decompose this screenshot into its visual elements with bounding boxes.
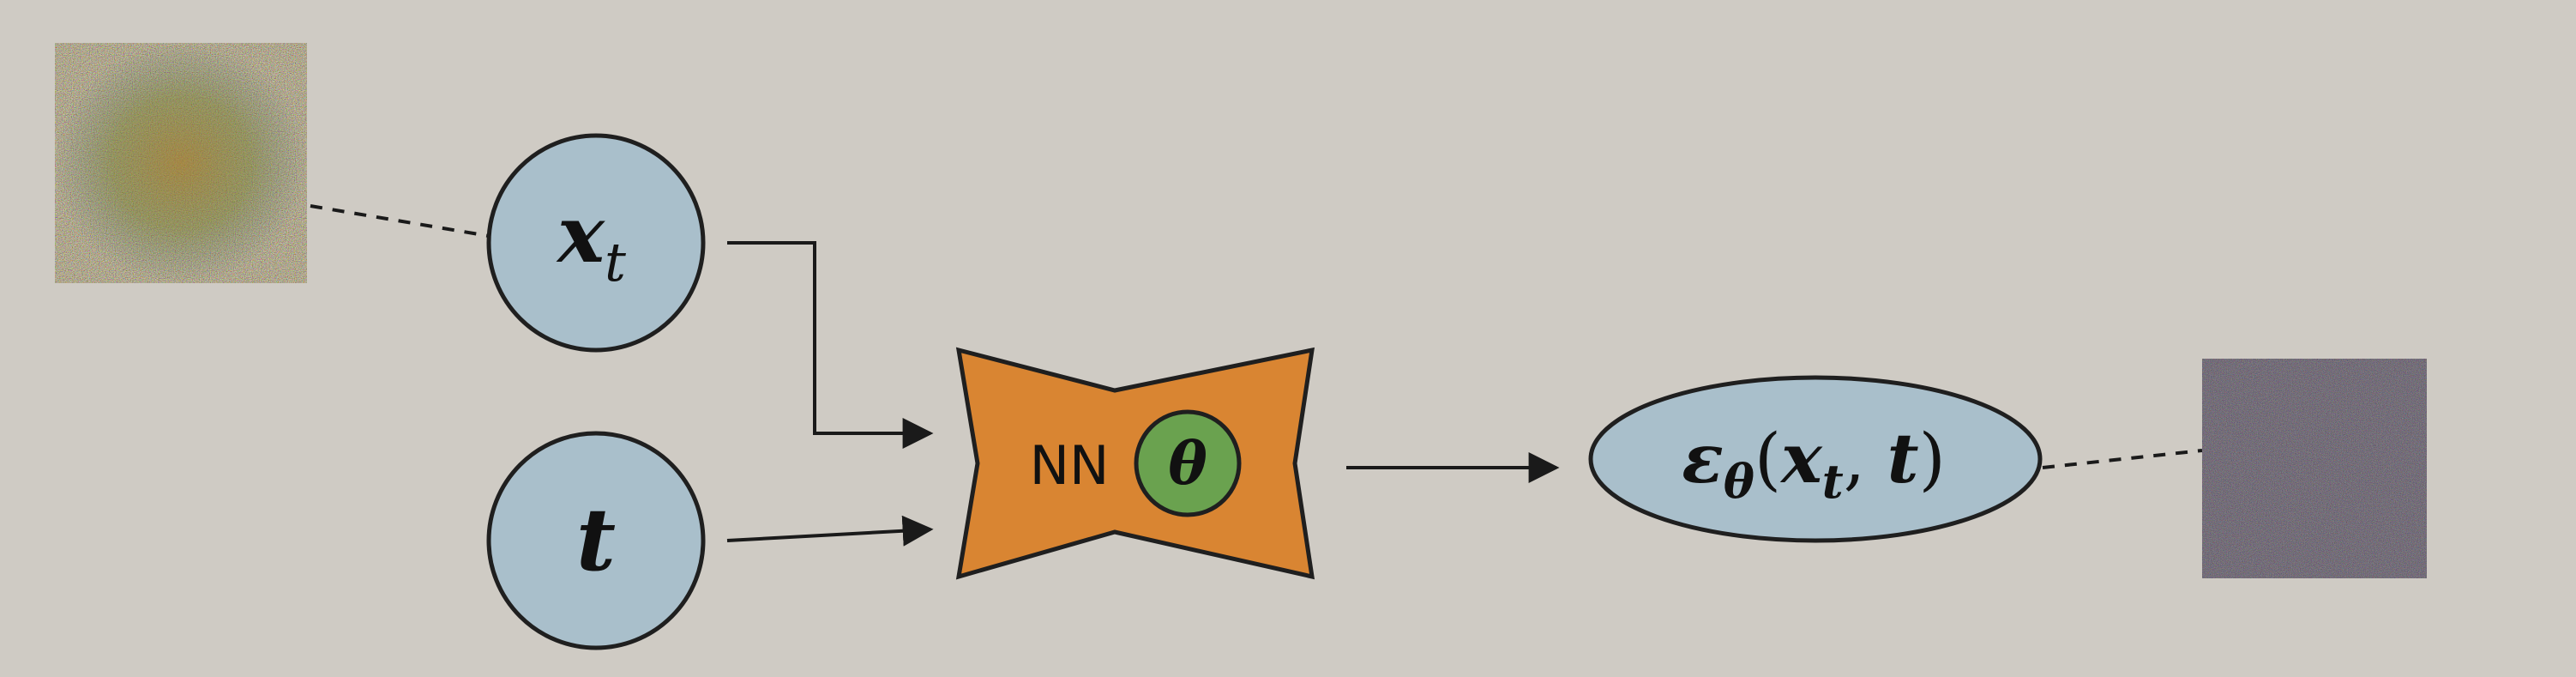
arrow-xt-to-network: [727, 241, 934, 449]
dashed-connector-output: [2042, 449, 2203, 469]
output-close-paren: ): [1919, 419, 1946, 499]
noise-image-icon: [2202, 359, 2427, 578]
output-open-paren: (: [1754, 419, 1781, 499]
noisy-image-overlay: [55, 43, 307, 283]
node-xt-circle: [486, 133, 706, 353]
output-comma: ,: [1844, 419, 1887, 499]
output-x: x: [1779, 418, 1823, 499]
node-t-label: t: [576, 489, 616, 590]
network-label: NN: [1030, 434, 1110, 497]
network-block: NN θ: [955, 347, 1315, 580]
output-noise-image: [2202, 359, 2427, 578]
output-x-sub: t: [1822, 454, 1844, 509]
node-xt-symbol: x: [556, 188, 605, 281]
node-xt-label: xt: [556, 188, 626, 293]
node-output-label: εθ(xt, t): [1682, 418, 1946, 509]
output-epsilon-sub: θ: [1724, 454, 1754, 509]
node-output-ellipse: [1588, 375, 2043, 543]
arrow-t-to-network: [726, 515, 934, 547]
node-t: t: [486, 431, 706, 650]
output-t: t: [1887, 418, 1919, 499]
network-param-label: θ: [1168, 430, 1207, 499]
input-noisy-image: [55, 43, 307, 283]
node-xt-subscript: t: [605, 231, 626, 293]
network-param-circle: [1134, 409, 1242, 517]
dashed-connector-input: [310, 204, 490, 238]
node-output: εθ(xt, t): [1588, 375, 2043, 543]
output-epsilon: ε: [1682, 418, 1724, 499]
node-t-circle: [486, 431, 706, 650]
node-xt: xt: [486, 133, 706, 353]
